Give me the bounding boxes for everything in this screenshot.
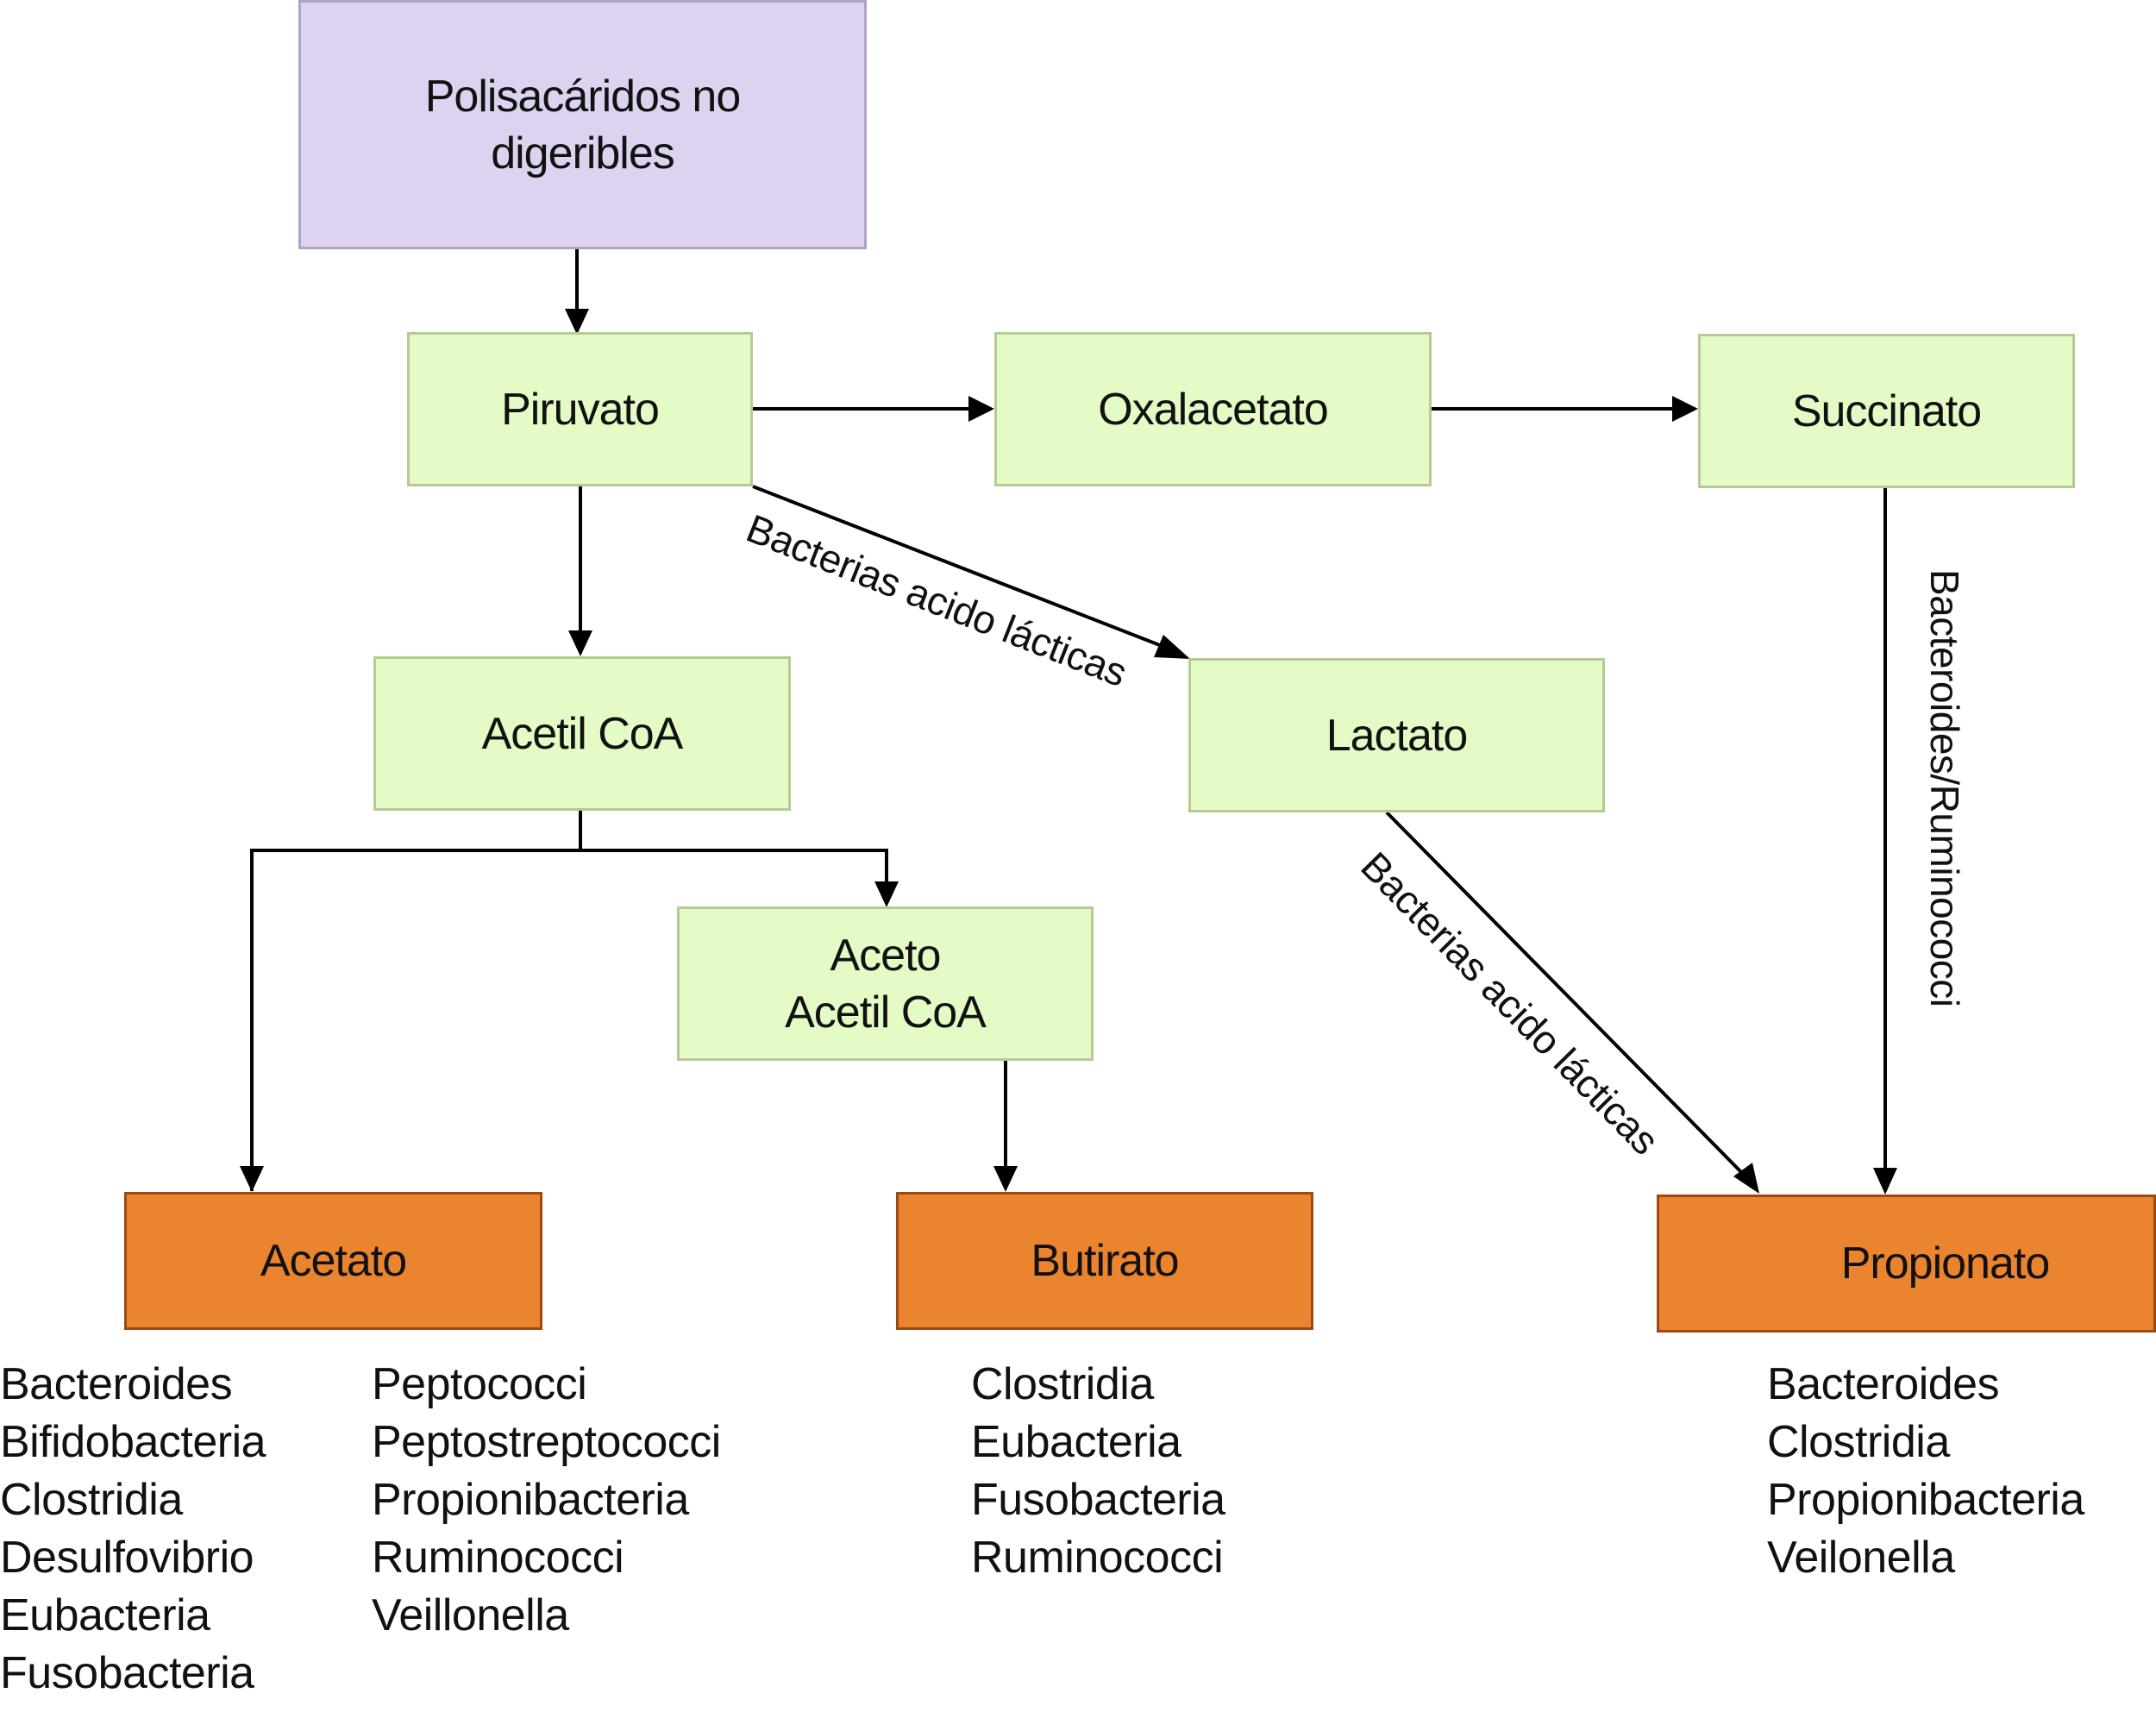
node-polisacaridos: Polisacáridos no digeribles bbox=[298, 0, 867, 249]
node-piruvato-label: Piruvato bbox=[501, 384, 660, 435]
list-item: Fusobacteria bbox=[0, 1648, 254, 1698]
edge-label-lactato-propionato: Bacterias acido lácticas bbox=[1352, 843, 1668, 1163]
edge-label-piruvato-lactato: Bacterias acido lácticas bbox=[740, 505, 1133, 696]
arrowhead-propionato bbox=[1873, 1168, 1897, 1195]
node-succinato: Succinato bbox=[1698, 334, 2075, 488]
list-item: Peptococci bbox=[372, 1359, 587, 1409]
list-item: Bifidobacteria bbox=[0, 1417, 266, 1467]
list-item: Clostridia bbox=[1767, 1417, 1950, 1467]
arrowhead-piruvato bbox=[565, 309, 589, 335]
node-butirato: Butirato bbox=[896, 1192, 1313, 1330]
arrowhead-butirato bbox=[993, 1166, 1018, 1192]
list-item: Eubacteria bbox=[971, 1417, 1181, 1467]
node-acetato: Acetato bbox=[124, 1192, 542, 1330]
list-item: Fusobacteria bbox=[971, 1475, 1225, 1525]
list-item: Veillonella bbox=[372, 1590, 569, 1640]
list-item: Bacteroides bbox=[1767, 1359, 2000, 1409]
node-succinato-label: Succinato bbox=[1791, 386, 1982, 436]
list-propionato: Bacteroides Clostridia Propionibacteria … bbox=[1767, 1356, 2084, 1587]
list-item: Propionibacteria bbox=[372, 1475, 689, 1525]
node-aceto-acetil-coa-label: Aceto Acetil CoA bbox=[785, 930, 987, 1038]
node-piruvato: Piruvato bbox=[407, 332, 753, 486]
node-acetil-coa: Acetil CoA bbox=[373, 656, 791, 811]
node-propionato-label: Propionato bbox=[1840, 1239, 2051, 1289]
node-butirato-label: Butirato bbox=[1031, 1236, 1179, 1286]
node-lactato: Lactato bbox=[1188, 658, 1605, 812]
arrowhead-acetilcoa bbox=[568, 630, 592, 656]
arrow-lactato-propionato bbox=[1385, 811, 1745, 1176]
arrowhead-propionato-diagonal bbox=[1733, 1163, 1759, 1194]
list-item: Eubacteria bbox=[0, 1590, 210, 1640]
list-item: Desulfovibrio bbox=[0, 1533, 254, 1583]
list-item: Ruminococci bbox=[372, 1533, 624, 1583]
arrowhead-aceto-acetilcoa bbox=[874, 881, 899, 907]
arrowhead-lactato bbox=[1154, 635, 1190, 659]
node-acetato-label: Acetato bbox=[260, 1236, 407, 1286]
list-acetato-col1: Bacteroides Bifidobacteria Clostridia De… bbox=[0, 1356, 266, 1703]
node-polisacaridos-label: Polisacáridos no digeribles bbox=[424, 71, 742, 179]
node-propionato: Propionato bbox=[1657, 1195, 2156, 1333]
list-item: Ruminococci bbox=[971, 1533, 1224, 1583]
list-item: Bacteroides bbox=[0, 1359, 233, 1409]
list-item: Peptostreptococci bbox=[372, 1417, 721, 1467]
list-item: Propionibacteria bbox=[1767, 1475, 2084, 1525]
list-item: Clostridia bbox=[0, 1475, 183, 1525]
edge-label-succinato-propionato: Bacteroides/Ruminococci bbox=[1922, 569, 1967, 1007]
arrowhead-succinato bbox=[1672, 396, 1698, 422]
node-oxalacetato: Oxalacetato bbox=[994, 332, 1432, 486]
list-item: Clostridia bbox=[971, 1359, 1154, 1409]
list-acetato-col2: Peptococci Peptostreptococci Propionibac… bbox=[372, 1356, 721, 1645]
node-oxalacetato-label: Oxalacetato bbox=[1098, 384, 1328, 435]
node-lactato-label: Lactato bbox=[1326, 710, 1469, 761]
node-acetil-coa-label: Acetil CoA bbox=[481, 708, 684, 759]
arrowhead-oxalacetato bbox=[968, 396, 994, 422]
arrowhead-acetato bbox=[240, 1166, 264, 1192]
node-aceto-acetil-coa: Aceto Acetil CoA bbox=[677, 906, 1094, 1061]
list-butirato: Clostridia Eubacteria Fusobacteria Rumin… bbox=[971, 1356, 1225, 1587]
list-item: Veilonella bbox=[1767, 1533, 1955, 1583]
